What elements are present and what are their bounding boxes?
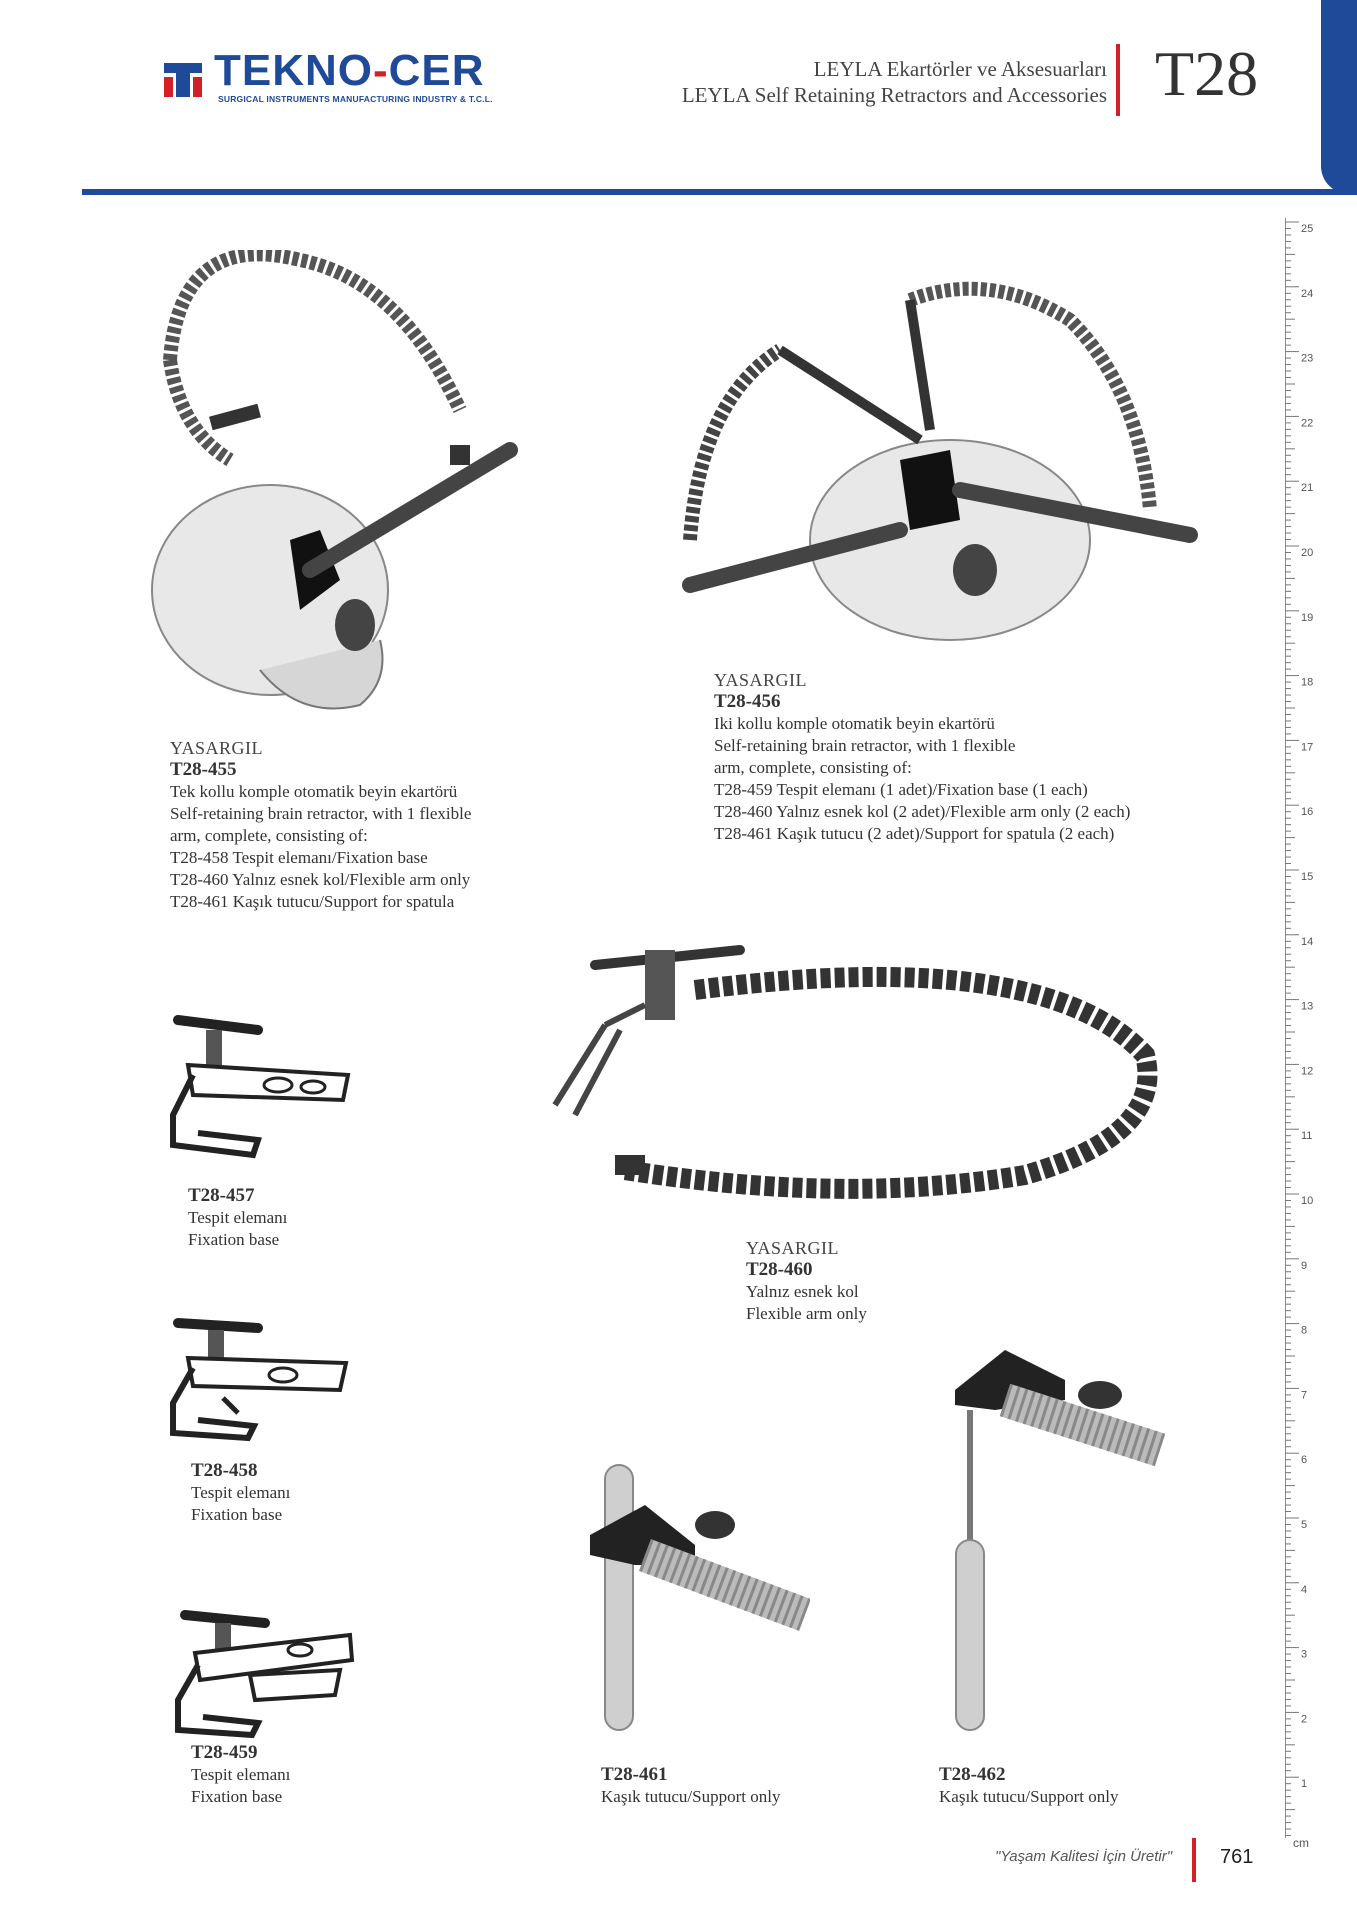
- ruler-label: 16: [1301, 806, 1313, 818]
- ruler-label: 3: [1301, 1649, 1307, 1661]
- product-456-line: arm, complete, consisting of:: [714, 758, 912, 777]
- ruler-label: 23: [1301, 353, 1313, 365]
- product-455-line: Self-retaining brain retractor, with 1 f…: [170, 804, 472, 823]
- product-456-line: T28-459 Tespit elemanı (1 adet)/Fixation…: [714, 780, 1088, 799]
- ruler-label: 2: [1301, 1713, 1307, 1725]
- ruler-label: 4: [1301, 1584, 1307, 1596]
- product-462-code: T28-462: [939, 1764, 1006, 1785]
- ruler-label: 14: [1301, 936, 1313, 948]
- ruler-label: 5: [1301, 1519, 1307, 1531]
- product-455-code: T28-455: [170, 759, 237, 780]
- retractor-456-illustration: [682, 281, 1198, 641]
- logo-word-a: TEKNO: [214, 46, 373, 95]
- ruler-label: 22: [1301, 417, 1313, 429]
- ruler-label: 24: [1301, 288, 1313, 300]
- product-460-line: Flexible arm only: [746, 1304, 867, 1323]
- product-456-brand: YASARGIL: [714, 670, 808, 690]
- header-rule: [82, 189, 1357, 195]
- ruler-label: 1: [1301, 1778, 1307, 1790]
- ruler-label: 9: [1301, 1260, 1307, 1272]
- product-461-line: Kaşık tutucu/Support only: [601, 1787, 781, 1806]
- header-title-tr: LEYLA Ekartörler ve Aksesuarları: [813, 57, 1107, 81]
- ruler-label: 6: [1301, 1454, 1307, 1466]
- header-titles: LEYLA Ekartörler ve Aksesuarları LEYLA S…: [682, 56, 1107, 108]
- product-458-line: Fixation base: [191, 1505, 283, 1524]
- ruler-label: 8: [1301, 1325, 1307, 1337]
- product-459: T28-459 Tespit elemanı Fixation base: [191, 1742, 290, 1808]
- fixation-base-458-illustration: [170, 1318, 349, 1442]
- ruler-label: 7: [1301, 1389, 1307, 1401]
- spatula-support-461-illustration: [590, 1464, 810, 1731]
- spatula-support-462-illustration: [955, 1350, 1165, 1731]
- product-458-code: T28-458: [191, 1460, 258, 1481]
- ruler-label: 13: [1301, 1001, 1313, 1013]
- measurement-ruler: 2524232221201918171615141312111098765432…: [1285, 218, 1313, 1838]
- ruler-label: 15: [1301, 871, 1313, 883]
- product-455-line: T28-461 Kaşık tutucu/Support for spatula: [170, 892, 455, 911]
- product-461-code: T28-461: [601, 1764, 668, 1785]
- flexible-arm-460-illustration: [552, 945, 1158, 1199]
- logo-word-b: CER: [388, 46, 485, 95]
- ruler-label: 12: [1301, 1065, 1313, 1077]
- product-456-line: T28-461 Kaşık tutucu (2 adet)/Support fo…: [714, 824, 1115, 843]
- product-457-code: T28-457: [188, 1185, 255, 1206]
- product-460-line: Yalnız esnek kol: [746, 1282, 859, 1301]
- logo-mark-icon: [164, 63, 202, 97]
- product-458: T28-458 Tespit elemanı Fixation base: [191, 1460, 290, 1526]
- product-457: T28-457 Tespit elemanı Fixation base: [188, 1185, 287, 1251]
- product-456: YASARGIL T28-456 Iki kollu komple otomat…: [714, 670, 1130, 845]
- company-logo: TEKNO-CER SURGICAL INSTRUMENTS MANUFACTU…: [160, 49, 500, 109]
- product-457-line: Fixation base: [188, 1230, 280, 1249]
- product-455-line: T28-458 Tespit elemanı/Fixation base: [170, 848, 428, 867]
- logo-wordmark: TEKNO-CER: [214, 49, 485, 93]
- product-460-code: T28-460: [746, 1259, 813, 1280]
- product-457-line: Tespit elemanı: [188, 1208, 288, 1227]
- fixation-base-457-illustration: [170, 1015, 351, 1159]
- retractor-455-illustration: [151, 250, 518, 710]
- product-455-line: arm, complete, consisting of:: [170, 826, 368, 845]
- product-462: T28-462 Kaşık tutucu/Support only: [939, 1764, 1118, 1808]
- ruler-label: 17: [1301, 741, 1313, 753]
- logo-dash: -: [373, 46, 389, 95]
- logo-tagline: SURGICAL INSTRUMENTS MANUFACTURING INDUS…: [218, 94, 493, 104]
- product-458-line: Tespit elemanı: [191, 1483, 291, 1502]
- product-456-line: Self-retaining brain retractor, with 1 f…: [714, 736, 1016, 755]
- ruler-unit: cm: [1293, 1836, 1309, 1850]
- product-460: YASARGIL T28-460 Yalnız esnek kol Flexib…: [746, 1238, 867, 1325]
- product-456-line: T28-460 Yalnız esnek kol (2 adet)/Flexib…: [714, 802, 1131, 821]
- ruler-label: 11: [1301, 1130, 1312, 1142]
- page-number: 761: [1220, 1846, 1254, 1868]
- header-divider: [1116, 44, 1120, 116]
- product-455: YASARGIL T28-455 Tek kollu komple otomat…: [170, 738, 471, 913]
- product-455-line: T28-460 Yalnız esnek kol/Flexible arm on…: [170, 870, 471, 889]
- ruler-label: 21: [1301, 482, 1313, 494]
- header-title-en: LEYLA Self Retaining Retractors and Acce…: [681, 83, 1107, 107]
- ruler-label: 19: [1301, 612, 1313, 624]
- footer-slogan: "Yaşam Kalitesi İçin Üretir": [995, 1848, 1173, 1865]
- header-corner-tab: [1321, 0, 1357, 194]
- ruler-label: 10: [1301, 1195, 1313, 1207]
- product-455-line: Tek kollu komple otomatik beyin ekartörü: [170, 782, 458, 801]
- section-code: T28: [1155, 38, 1259, 109]
- product-456-code: T28-456: [714, 691, 781, 712]
- product-455-brand: YASARGIL: [170, 738, 264, 758]
- product-461: T28-461 Kaşık tutucu/Support only: [601, 1764, 780, 1808]
- footer-divider: [1192, 1838, 1196, 1882]
- product-460-brand: YASARGIL: [746, 1238, 840, 1258]
- product-459-line: Fixation base: [191, 1787, 283, 1806]
- product-459-code: T28-459: [191, 1742, 258, 1763]
- product-462-line: Kaşık tutucu/Support only: [939, 1787, 1119, 1806]
- product-459-line: Tespit elemanı: [191, 1765, 291, 1784]
- ruler-label: 18: [1301, 677, 1313, 689]
- product-456-line: Iki kollu komple otomatik beyin ekartörü: [714, 714, 995, 733]
- ruler-label: 25: [1301, 223, 1313, 235]
- fixation-base-459-illustration: [175, 1610, 355, 1739]
- ruler-label: 20: [1301, 547, 1313, 559]
